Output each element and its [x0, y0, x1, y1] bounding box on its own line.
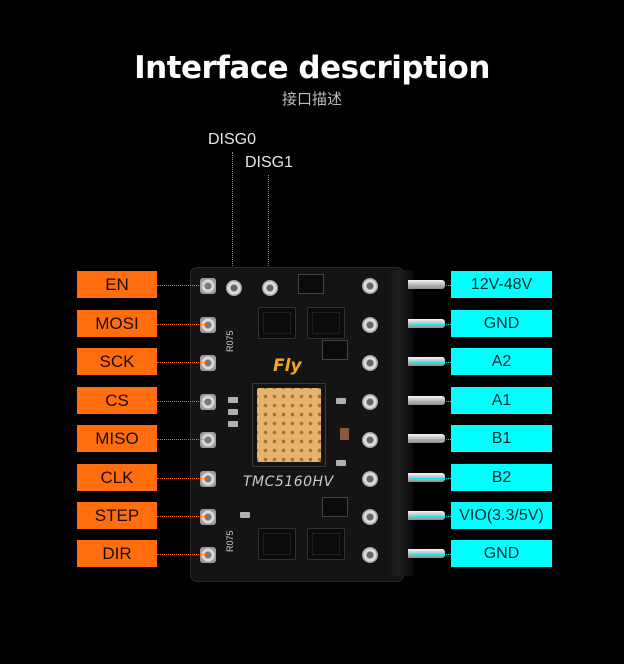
pin-label-clk: CLK	[77, 464, 157, 491]
pin-label-sck: SCK	[77, 348, 157, 375]
left-pad	[200, 547, 216, 563]
pin-label-miso: MISO	[77, 425, 157, 452]
pin-label-en: EN	[77, 271, 157, 298]
disg1-leader	[268, 175, 269, 280]
left-pad	[200, 432, 216, 448]
pin-leader-clk	[157, 478, 207, 479]
left-pad	[200, 317, 216, 333]
disg0-label: DISG0	[208, 131, 257, 148]
brand-logo: Fly	[273, 356, 302, 376]
header-pin	[408, 549, 445, 558]
header-pin	[408, 473, 445, 482]
pin-leader-vio	[412, 516, 451, 517]
left-pad	[200, 394, 216, 410]
smd-resistor	[228, 409, 238, 415]
right-pad	[362, 471, 378, 487]
disg0-pad	[226, 280, 242, 296]
resistor-label-upper: R075	[225, 330, 235, 352]
disg0-leader	[232, 152, 233, 280]
disg1-label: DISG1	[245, 154, 294, 171]
left-pad	[200, 471, 216, 487]
header-pin	[408, 280, 445, 289]
driver-ic-outline	[252, 383, 326, 467]
header-pin	[408, 434, 445, 443]
pin-leader-gnd	[412, 324, 451, 325]
right-pad	[362, 394, 378, 410]
resistor-label-lower: R075	[225, 530, 235, 552]
pin-leader-sck	[157, 362, 207, 363]
pin-header	[385, 270, 413, 576]
small-ic	[322, 340, 348, 360]
right-pad	[362, 278, 378, 294]
right-pad	[362, 355, 378, 371]
smd-resistor	[240, 512, 250, 518]
pin-leader-b2	[412, 478, 451, 479]
mosfet-chip	[307, 528, 345, 560]
smd-resistor	[336, 398, 346, 404]
driver-ic-thermal-pad	[257, 388, 321, 462]
page-subtitle: 接口描述	[281, 90, 342, 108]
pin-leader-b1	[412, 439, 451, 440]
pin-label-12v-48v: 12V-48V	[451, 271, 552, 298]
pin-leader-miso	[157, 439, 207, 440]
pin-leader-a1	[412, 401, 451, 402]
pin-leader-mosi	[157, 324, 207, 325]
left-pad	[200, 355, 216, 371]
left-pad	[200, 278, 216, 294]
pin-label-a2: A2	[451, 348, 552, 375]
board-model: TMC5160HV	[243, 474, 334, 490]
pin-label-cs: CS	[77, 387, 157, 414]
pin-label-gnd-2: GND	[451, 540, 552, 567]
pin-leader-dir	[157, 554, 207, 555]
pin-leader-en	[157, 285, 207, 286]
header-pin	[408, 357, 445, 366]
header-pin	[408, 319, 445, 328]
pin-label-gnd: GND	[451, 310, 552, 337]
smd-capacitor	[340, 428, 349, 440]
pin-label-mosi: MOSI	[77, 310, 157, 337]
pin-label-a1: A1	[451, 387, 552, 414]
pin-leader-gnd2	[412, 554, 451, 555]
right-pad	[362, 509, 378, 525]
mosfet-chip	[307, 307, 345, 339]
right-pad	[362, 432, 378, 448]
pin-label-b2: B2	[451, 464, 552, 491]
disg1-pad	[262, 280, 278, 296]
page-title: Interface description	[134, 50, 490, 86]
pin-label-b1: B1	[451, 425, 552, 452]
smd-resistor	[228, 397, 238, 403]
top-component	[298, 274, 324, 294]
pin-leader-step	[157, 516, 207, 517]
mosfet-chip	[258, 528, 296, 560]
pin-leader-a2	[412, 362, 451, 363]
right-pad	[362, 317, 378, 333]
pin-leader-12v	[412, 285, 451, 286]
header-pin	[408, 511, 445, 520]
left-pad	[200, 509, 216, 525]
pin-leader-cs	[157, 401, 207, 402]
right-pad	[362, 547, 378, 563]
header-pin	[408, 396, 445, 405]
pin-label-vio: VIO(3.3/5V)	[451, 502, 552, 529]
smd-resistor	[336, 460, 346, 466]
pin-label-dir: DIR	[77, 540, 157, 567]
mosfet-chip	[258, 307, 296, 339]
smd-resistor	[228, 421, 238, 427]
small-ic	[322, 497, 348, 517]
pin-label-step: STEP	[77, 502, 157, 529]
